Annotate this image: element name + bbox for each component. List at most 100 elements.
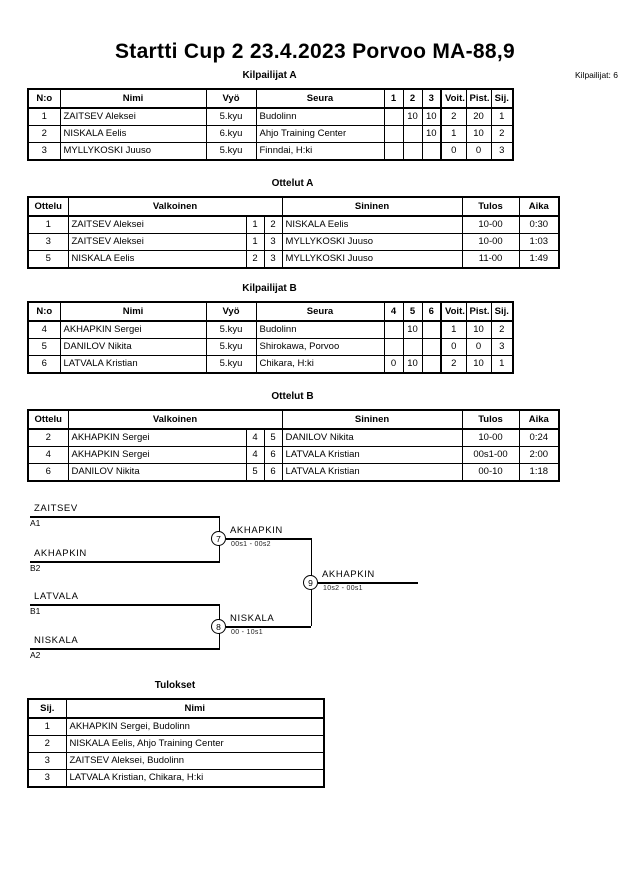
- bracket-node-8[interactable]: 8: [211, 619, 226, 634]
- cell-wins: 2: [440, 355, 467, 374]
- cell-white: NISKALA Eelis: [67, 250, 247, 269]
- col-no: N:o: [27, 88, 61, 109]
- cell-wins: 0: [440, 142, 467, 161]
- cell-score-0: [383, 338, 404, 356]
- bracket-node-9[interactable]: 9: [303, 575, 318, 590]
- table-header-row: Sij. Nimi: [27, 698, 325, 719]
- cell-time: 0:30: [518, 215, 560, 234]
- cell-rank: 2: [27, 735, 67, 753]
- cell-score-2: [421, 338, 442, 356]
- cell-points: 20: [465, 107, 492, 126]
- cell-score-1: 10: [402, 320, 423, 339]
- bracket-entry-seed-2: B1: [30, 606, 41, 616]
- col-rank: Sij.: [490, 301, 514, 322]
- col-name: Nimi: [59, 301, 207, 322]
- cell-name: LATVALA Kristian: [59, 355, 207, 374]
- col-match: Ottelu: [27, 409, 69, 430]
- col-wins: Voit.: [440, 88, 467, 109]
- col-blue: Sininen: [281, 196, 463, 217]
- bracket-final-winner: AKHAPKIN: [322, 569, 375, 580]
- col-name: Nimi: [59, 88, 207, 109]
- cell-match-no: 3: [27, 233, 69, 251]
- cell-score-0: 0: [383, 355, 404, 374]
- bracket-entry-seed-0: A1: [30, 518, 41, 528]
- cell-wins: 1: [440, 320, 467, 339]
- cell-points: 0: [465, 338, 492, 356]
- cell-name: AKHAPKIN Sergei: [59, 320, 207, 339]
- cell-rank: 1: [490, 107, 514, 126]
- cell-score-2: 10: [421, 107, 442, 126]
- cell-blue: LATVALA Kristian: [281, 463, 463, 482]
- bracket-line-a2: [30, 648, 220, 650]
- cell-white-no: 1: [245, 233, 265, 251]
- cell-belt: 5.kyu: [205, 355, 257, 374]
- cell-club: Chikara, H:ki: [255, 355, 385, 374]
- bracket-entry-seed-3: A2: [30, 650, 41, 660]
- cell-time: 1:49: [518, 250, 560, 269]
- cell-result: 10-00: [461, 428, 520, 447]
- col-opp-4: 4: [383, 301, 404, 322]
- col-opp-2: 2: [402, 88, 423, 109]
- col-rank: Sij.: [27, 698, 67, 719]
- cell-score-2: [421, 320, 442, 339]
- cell-blue-no: 3: [263, 233, 283, 251]
- cell-white: DANILOV Nikita: [67, 463, 247, 482]
- cell-belt: 6.kyu: [205, 125, 257, 143]
- cell-wins: 0: [440, 338, 467, 356]
- col-opp-5: 5: [402, 301, 423, 322]
- cell-rank: 1: [490, 355, 514, 374]
- cell-white-no: 4: [245, 428, 265, 447]
- cell-time: 1:18: [518, 463, 560, 482]
- cell-result: 11-00: [461, 250, 520, 269]
- cell-match-no: 4: [27, 446, 69, 464]
- table-header-row: N:o Nimi Vyö Seura 1 2 3 Voit. Pist. Sij…: [27, 88, 514, 109]
- cell-name: ZAITSEV Aleksei, Budolinn: [65, 752, 325, 770]
- cell-rank: 2: [490, 125, 514, 143]
- cell-points: 10: [465, 320, 492, 339]
- cell-score-0: [383, 125, 404, 143]
- cell-score-1: 10: [402, 355, 423, 374]
- cell-match-no: 5: [27, 250, 69, 269]
- cell-rank: 3: [490, 338, 514, 356]
- cell-score-2: 10: [421, 125, 442, 143]
- col-white: Valkoinen: [67, 409, 283, 430]
- bracket-line-b1: [30, 604, 220, 606]
- cell-no: 3: [27, 142, 61, 161]
- table-header-row: Ottelu Valkoinen Sininen Tulos Aika: [27, 409, 560, 430]
- bracket-line-sf2-winner: [226, 626, 311, 628]
- cell-club: Shirokawa, Porvoo: [255, 338, 385, 356]
- col-result: Tulos: [461, 196, 520, 217]
- cell-rank: 1: [27, 717, 67, 736]
- cell-name: NISKALA Eelis, Ahjo Training Center: [65, 735, 325, 753]
- heading-matches-a: Ottelut A: [271, 178, 314, 189]
- bracket-node-7[interactable]: 7: [211, 531, 226, 546]
- cell-score-1: [402, 142, 423, 161]
- bracket-line-a1: [30, 516, 220, 518]
- cell-score-2: [421, 355, 442, 374]
- cell-points: 10: [465, 355, 492, 374]
- cell-blue: MYLLYKOSKI Juuso: [281, 250, 463, 269]
- cell-club: Finndai, H:ki: [255, 142, 385, 161]
- col-time: Aika: [518, 409, 560, 430]
- col-opp-6: 6: [421, 301, 442, 322]
- col-name: Nimi: [65, 698, 325, 719]
- col-time: Aika: [518, 196, 560, 217]
- col-club: Seura: [255, 88, 385, 109]
- cell-white: ZAITSEV Aleksei: [67, 233, 247, 251]
- col-result: Tulos: [461, 409, 520, 430]
- cell-name: MYLLYKOSKI Juuso: [59, 142, 207, 161]
